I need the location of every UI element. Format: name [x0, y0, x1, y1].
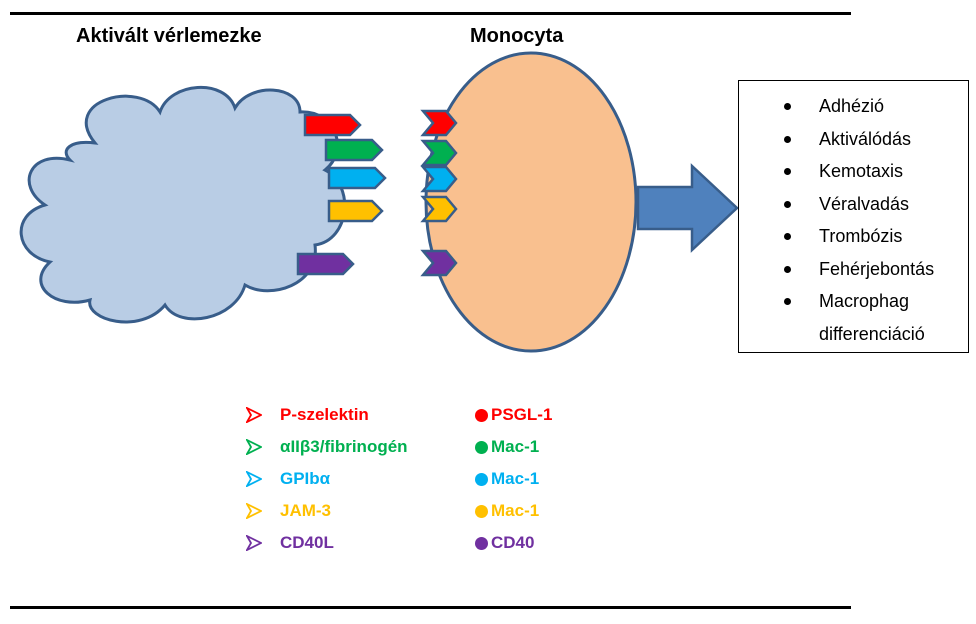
mac1-receptor-blue [420, 165, 458, 193]
outcomes-list: Adhézió Aktiválódás Kemotaxis Véralvadás… [739, 90, 934, 350]
mac1-receptor-green [420, 139, 458, 167]
gpiba-arrow [327, 166, 387, 190]
monocyte-title: Monocyta [470, 25, 564, 47]
legend-ligand: αIIβ3/fibrinogén [280, 437, 408, 456]
bullet-icon [784, 135, 791, 143]
bullet-icon [784, 168, 791, 175]
outcomes-box: Adhézió Aktiválódás Kemotaxis Véralvadás… [738, 80, 969, 353]
platelet-title: Aktivált vérlemezke [76, 25, 262, 47]
bullet-icon [784, 265, 791, 273]
bullet-icon [784, 298, 791, 305]
outcome-item: Trombózis [739, 220, 934, 253]
outcome-item: Aktiválódás [739, 123, 934, 156]
aiib3-arrow [324, 138, 384, 162]
legend-arrow-icon [246, 503, 262, 519]
mac1-receptor-yellow [420, 195, 458, 223]
outcome-item-continuation: differenciáció [819, 323, 925, 344]
legend-arrow-icon [246, 471, 262, 487]
legend-receptor: Mac-1 [491, 469, 540, 488]
cd40-receptor [420, 249, 458, 277]
platelet-cloud [19, 85, 347, 324]
bullet-icon [784, 233, 791, 240]
cd40l-arrow [296, 252, 355, 276]
legend-dot-icon [475, 441, 488, 454]
p-selectin-arrow [303, 113, 362, 137]
bullet-icon [784, 103, 791, 110]
bottom-rule [10, 606, 851, 609]
legend-arrow-icon [246, 439, 262, 455]
top-rule [10, 12, 851, 15]
legend-ligand: CD40L [280, 533, 334, 552]
outcome-item: Fehérjebontás [739, 253, 934, 286]
legend-receptor: Mac-1 [491, 437, 540, 456]
monocyte-cell [424, 51, 638, 353]
outcome-arrow [636, 163, 739, 253]
legend-ligand: GPIbα [280, 469, 331, 488]
platelet-ligands [296, 113, 387, 276]
legend-arrow-icon [246, 535, 262, 551]
outcome-item: Véralvadás [739, 188, 934, 221]
outcome-item: Macrophag [739, 285, 934, 318]
outcome-item: Kemotaxis [739, 155, 934, 188]
legend-receptor: CD40 [491, 533, 535, 552]
jam3-arrow [327, 199, 384, 223]
legend-arrow-icon [246, 407, 262, 423]
legend-dot-icon [475, 409, 488, 422]
legend-ligand: JAM-3 [280, 501, 332, 520]
outcome-item: Adhézió [739, 90, 934, 123]
monocyte-receptors [420, 109, 458, 277]
legend-receptor: PSGL-1 [491, 405, 553, 424]
legend-dot-icon [475, 473, 488, 486]
bullet-icon [784, 200, 791, 208]
legend-receptor: Mac-1 [491, 501, 540, 520]
legend-ligand: P-szelektin [280, 405, 369, 424]
legend-dot-icon [475, 505, 488, 518]
legend-dot-icon [475, 537, 488, 550]
psgl1-receptor [420, 109, 458, 137]
